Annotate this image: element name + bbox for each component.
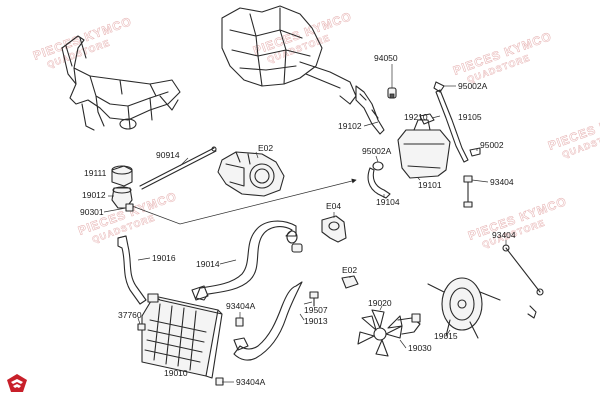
watermark: PIECES KYMCO QUADSTORE <box>251 9 354 65</box>
callout-E02-bottom: E02 <box>342 265 357 275</box>
callout-labels: 94050 95002A 19102 19210 19105 90914 E02… <box>80 53 516 387</box>
part-93404A-bolt-mid <box>235 317 244 327</box>
watermark: PIECES KYMCO QUADSTORE <box>466 194 569 250</box>
callout-19010: 19010 <box>164 368 188 378</box>
callout-19210: 19210 <box>404 112 428 122</box>
callout-19014: 19014 <box>196 259 220 269</box>
part-19105-strap <box>435 89 469 163</box>
part-E04-thermostat-housing <box>321 215 347 243</box>
watermark: PIECES KYMCO QUADSTORE <box>546 104 600 160</box>
frame-section-left <box>61 35 181 131</box>
callout-93404A-bottom: 93404A <box>236 377 266 387</box>
callout-19016: 19016 <box>152 253 176 263</box>
callout-19013: 19013 <box>304 316 328 326</box>
callout-E02-top: E02 <box>258 143 273 153</box>
part-radiator-clamp <box>191 285 209 301</box>
callout-19111: 19111 <box>84 168 107 178</box>
callout-19507: 19507 <box>304 305 328 315</box>
part-19111-cap <box>111 165 133 187</box>
part-19101-reservoir-tank <box>397 119 451 179</box>
assembly-arrow <box>131 178 357 225</box>
callout-E04: E04 <box>326 201 341 211</box>
part-95002-clip <box>469 147 481 157</box>
callout-95002: 95002 <box>480 140 504 150</box>
frame-section-center <box>221 5 357 105</box>
part-hose-clamp <box>291 243 303 253</box>
part-19030-fan-motor <box>397 313 421 335</box>
part-90301-nut <box>125 203 134 212</box>
callout-19015: 19015 <box>434 331 458 341</box>
callout-94050: 94050 <box>374 53 398 63</box>
callout-19030: 19030 <box>408 343 432 353</box>
callout-19102: 19102 <box>338 121 362 131</box>
part-90914-rod <box>139 146 217 190</box>
part-93404-linkage-right <box>502 244 544 319</box>
part-19015-fan-shroud <box>427 277 501 339</box>
callout-37760: 37760 <box>118 310 142 320</box>
part-95002A-clip-mid <box>372 161 384 171</box>
leader-lines <box>103 64 507 383</box>
kymco-wing-logo-icon <box>7 374 27 392</box>
part-19014-hose <box>195 220 298 301</box>
callout-93404-mid: 93404 <box>490 177 514 187</box>
callout-95002A-mid: 95002A <box>362 146 392 156</box>
callout-93404A-mid: 93404A <box>226 301 256 311</box>
watermark: PIECES KYMCO QUADSTORE <box>451 29 554 85</box>
callout-19012: 19012 <box>82 190 106 200</box>
watermark: PIECES KYMCO QUADSTORE <box>31 14 134 70</box>
part-19010-radiator <box>141 293 223 379</box>
part-19020-fan-blade <box>357 309 403 357</box>
part-19507-bolt <box>309 291 319 307</box>
part-37760-sensor <box>137 323 146 331</box>
part-93404-bolt-mid <box>463 175 473 208</box>
callout-93404-right: 93404 <box>492 230 516 240</box>
watermarks: PIECES KYMCO QUADSTORE PIECES KYMCO QUAD… <box>31 9 600 250</box>
callout-19105: 19105 <box>458 112 482 122</box>
part-95002A-clip-top <box>433 81 445 93</box>
part-19013-hose <box>233 281 303 361</box>
callout-19101: 19101 <box>418 180 442 190</box>
part-19016-hose <box>117 235 147 305</box>
part-E02-throttle-body <box>217 151 285 197</box>
callout-95002A-top: 95002A <box>458 81 488 91</box>
callout-90301: 90301 <box>80 207 104 217</box>
callout-19104: 19104 <box>376 197 400 207</box>
part-94050-grommet <box>387 87 397 99</box>
part-19104-hose <box>367 167 391 199</box>
callout-90914: 90914 <box>156 150 180 160</box>
part-19102-bracket <box>355 85 385 135</box>
part-19210-cap <box>419 113 435 125</box>
part-93404A-bolt-bottom <box>215 377 224 386</box>
callout-19020: 19020 <box>368 298 392 308</box>
